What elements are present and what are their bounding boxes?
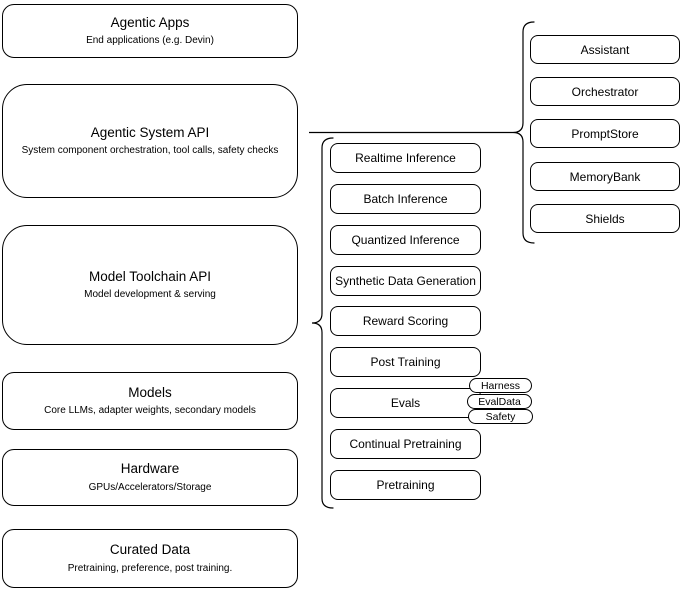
node-title: Agentic Apps: [110, 14, 190, 30]
component-orchestrator: Orchestrator: [530, 77, 680, 106]
component-assistant: Assistant: [530, 35, 680, 64]
node-subtitle: Core LLMs, adapter weights, secondary mo…: [44, 405, 256, 417]
pill-evaldata: EvalData: [467, 394, 532, 409]
node-subtitle: System component orchestration, tool cal…: [21, 145, 279, 157]
node-title: Curated Data: [109, 542, 191, 558]
component-promptstore: PromptStore: [530, 119, 680, 148]
node-agentic-system-api: Agentic System API System component orch…: [2, 84, 298, 198]
node-title: Model Toolchain API: [88, 268, 212, 284]
toolchain-item-evals: Evals: [330, 388, 481, 418]
pill-safety: Safety: [468, 409, 533, 424]
node-agentic-apps: Agentic Apps End applications (e.g. Devi…: [2, 4, 298, 58]
toolchain-item-pretraining: Pretraining: [330, 470, 481, 500]
node-subtitle: Model development & serving: [84, 289, 216, 301]
node-title: Hardware: [120, 461, 180, 477]
toolchain-item-post-training: Post Training: [330, 347, 481, 377]
toolchain-item-quantized-inference: Quantized Inference: [330, 225, 481, 255]
node-subtitle: Pretraining, preference, post training.: [67, 562, 233, 574]
component-shields: Shields: [530, 204, 680, 233]
toolchain-brace: [311, 137, 334, 509]
node-curated-data: Curated Data Pretraining, preference, po…: [2, 529, 298, 588]
node-models: Models Core LLMs, adapter weights, secon…: [2, 372, 298, 430]
toolchain-item-continual-pretraining: Continual Pretraining: [330, 429, 481, 459]
toolchain-item-batch-inference: Batch Inference: [330, 184, 481, 214]
node-hardware: Hardware GPUs/Accelerators/Storage: [2, 449, 298, 506]
component-memorybank: MemoryBank: [530, 162, 680, 191]
node-title: Agentic System API: [90, 124, 210, 140]
node-model-toolchain-api: Model Toolchain API Model development & …: [2, 225, 298, 345]
toolchain-item-realtime-inference: Realtime Inference: [330, 143, 481, 173]
system-components-brace: [512, 21, 535, 244]
toolchain-item-reward-scoring: Reward Scoring: [330, 306, 481, 336]
node-subtitle: End applications (e.g. Devin): [86, 35, 214, 47]
toolchain-item-synthetic-data-generation: Synthetic Data Generation: [330, 266, 481, 296]
node-subtitle: GPUs/Accelerators/Storage: [88, 481, 212, 493]
pill-harness: Harness: [469, 378, 532, 393]
node-title: Models: [128, 384, 172, 400]
